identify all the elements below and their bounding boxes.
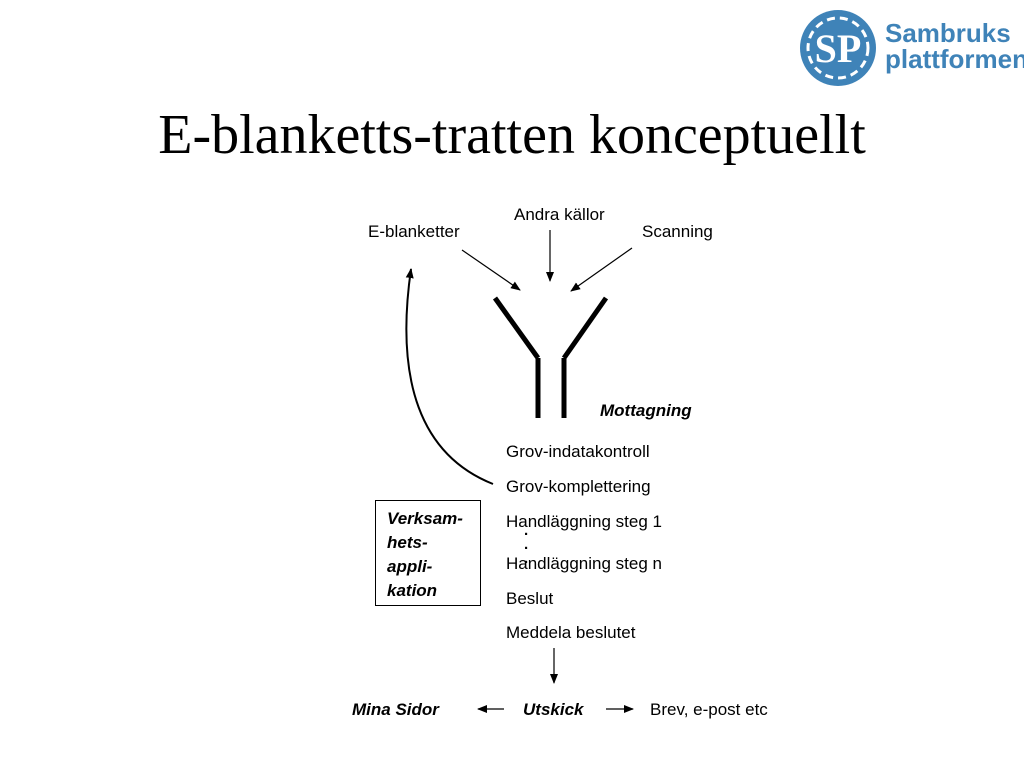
- verksamhetsapplikation-box: Verksam- hets- appli- kation: [375, 500, 481, 606]
- logo-line-1: Sambruks: [885, 18, 1011, 48]
- logo-wordmark: Sambruks plattformen: [885, 20, 1024, 72]
- label-utskick: Utskick: [523, 700, 584, 719]
- funnel-label-mottagning: Mottagning: [600, 401, 692, 420]
- source-label-eblanketter: E-blanketter: [368, 222, 460, 241]
- app-box-line-2: hets-: [387, 533, 428, 552]
- source-label-andra-kallor: Andra källor: [514, 205, 605, 224]
- step-handlaggning-n: Handläggning steg n: [506, 554, 662, 573]
- step-grov-indatakontroll: Grov-indatakontroll: [506, 442, 650, 461]
- funnel-left-slant: [492, 296, 541, 360]
- app-box-line-4: kation: [387, 581, 438, 600]
- verksamhetsapplikation-label: Verksam- hets- appli- kation: [387, 507, 481, 603]
- label-mina-sidor: Mina Sidor: [352, 700, 439, 719]
- step-handlaggning-1: Handläggning steg 1: [506, 512, 662, 531]
- app-box-line-1: Verksam-: [387, 509, 463, 528]
- step-meddela-beslutet: Meddela beslutet: [506, 623, 636, 642]
- step-beslut: Beslut: [506, 589, 554, 608]
- arrow-scanning-to-funnel: [570, 247, 633, 292]
- app-box-line-3: appli-: [387, 557, 433, 576]
- step-grov-komplettering: Grov-komplettering: [506, 477, 651, 496]
- arrow-feedback-curve: [405, 268, 494, 485]
- logo-emblem-icon: SP: [800, 10, 876, 86]
- arrow-eblanketter-to-funnel: [461, 249, 521, 291]
- label-brev-epost: Brev, e-post etc: [650, 700, 768, 719]
- logo-line-2: plattformen: [885, 44, 1024, 74]
- page-title: E-blanketts-tratten konceptuellt: [158, 104, 866, 166]
- logo-monogram: SP: [815, 26, 862, 71]
- funnel-right-slant: [561, 296, 609, 360]
- step-ellipsis: · · ·: [524, 526, 534, 571]
- source-label-scanning: Scanning: [642, 222, 713, 241]
